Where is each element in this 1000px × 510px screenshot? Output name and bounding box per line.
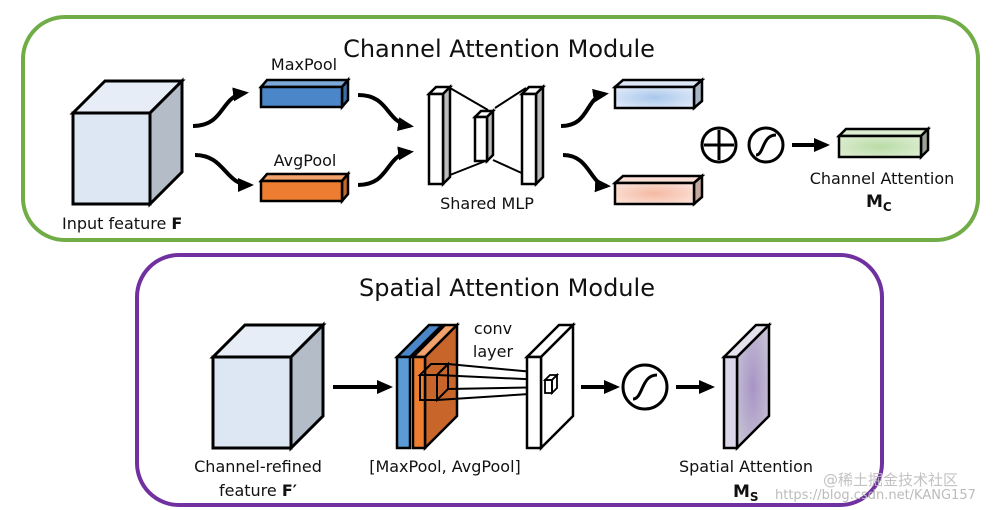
- channel-module-border: [21, 15, 980, 242]
- conv-label-line2: layer: [473, 342, 514, 361]
- arrow-mlp-to-avg-out: [562, 153, 611, 193]
- arrow-to-maxpool: [192, 87, 249, 128]
- maxpool-label: MaxPool: [271, 55, 337, 74]
- arrow-to-avgpool: [194, 153, 254, 192]
- avgpool-vector: [258, 170, 351, 205]
- avgpool-label: AvgPool: [274, 151, 337, 170]
- spatial-attention-map: [720, 321, 773, 452]
- spatial-attention-label: Spatial Attention: [679, 457, 813, 476]
- ms-symbol: MS: [733, 482, 759, 504]
- refined-feature-label-line2: feature F′: [219, 481, 297, 500]
- elementwise-sum-icon: [700, 126, 738, 164]
- watermark-url: https://blog.csdn.net/KANG157: [775, 488, 976, 503]
- spatial-module-border: [135, 253, 884, 507]
- mlp-output-max: [611, 77, 706, 111]
- maxpool-vector: [258, 76, 351, 111]
- pool-label: [MaxPool, AvgPool]: [369, 457, 521, 476]
- pooled-feature-maps: [393, 321, 461, 452]
- channel-attention-module: Channel Attention Module Input feature F…: [21, 15, 980, 242]
- refined-feature-cube: [209, 321, 327, 452]
- input-feature-label: Input feature F: [62, 214, 182, 233]
- arrow-maxpool-to-mlp: [357, 93, 414, 132]
- shared-mlp: [425, 83, 547, 188]
- spatial-attention-module: Spatial Attention Module Channel-refined…: [135, 253, 884, 507]
- spatial-module-title: Spatial Attention Module: [359, 274, 655, 302]
- conv-label-line1: conv: [474, 319, 512, 338]
- mlp-output-avg: [611, 173, 706, 207]
- arrow-mlp-to-max-out: [560, 88, 609, 128]
- spatial-sigmoid-icon: [621, 363, 669, 411]
- mc-symbol: MC: [866, 192, 892, 214]
- refined-feature-label-line1: Channel-refined: [194, 457, 322, 476]
- sigmoid-icon: [747, 126, 785, 164]
- channel-attention-label: Channel Attention: [810, 169, 955, 188]
- input-feature-cube: [69, 77, 186, 208]
- shared-mlp-label: Shared MLP: [440, 194, 534, 213]
- conv-output-map: [523, 321, 577, 452]
- channel-module-title: Channel Attention Module: [343, 35, 655, 63]
- watermark-brand: @稀土掘金技术社区: [823, 471, 958, 489]
- channel-attention-map: [835, 125, 932, 161]
- arrow-avgpool-to-mlp: [357, 146, 414, 187]
